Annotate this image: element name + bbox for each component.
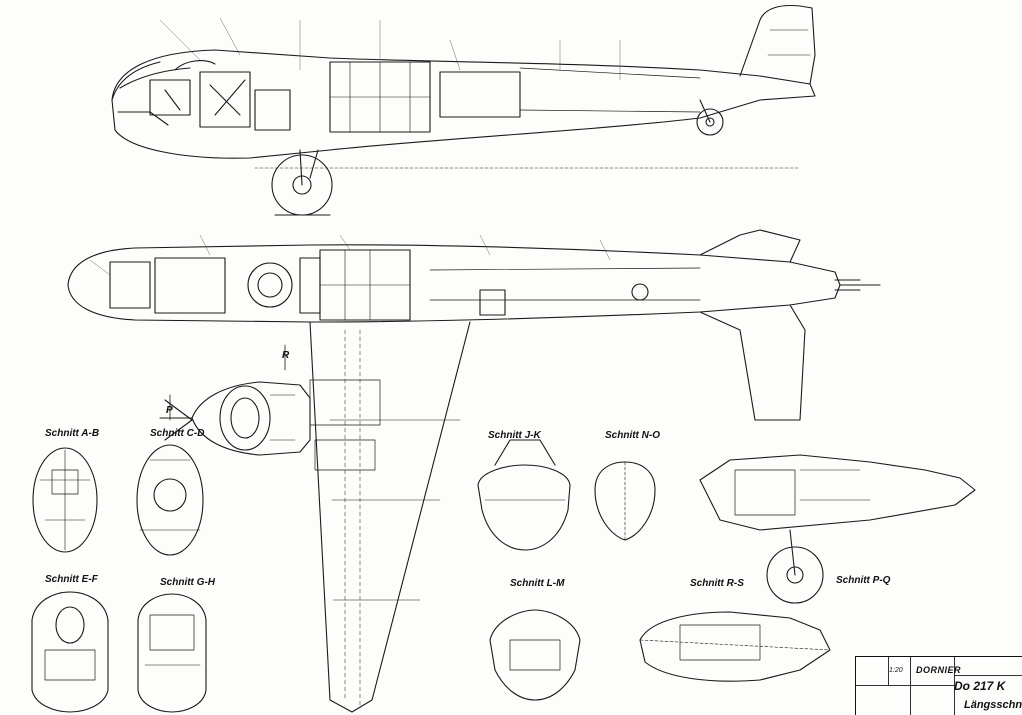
section-p-q-drawing — [699, 454, 976, 604]
cut-marker-p: P — [166, 405, 173, 416]
section-a-b-drawing — [32, 447, 98, 553]
section-e-f-drawing — [31, 591, 109, 713]
section-g-h-drawing — [137, 593, 207, 713]
side-view-fuselage — [111, 4, 816, 216]
title-block-cell — [856, 685, 911, 715]
company-name: DORNIER — [916, 665, 962, 675]
title-block-cell — [910, 657, 955, 686]
section-label-g-h: Schnitt G-H — [160, 577, 215, 588]
section-c-d-drawing — [136, 444, 204, 556]
section-n-o-drawing — [594, 461, 656, 541]
title-block-cell — [888, 657, 911, 686]
section-label-r-s: Schnitt R-S — [690, 578, 744, 589]
scale-label: 1:20 — [889, 667, 903, 674]
section-label-p-q: Schnitt P-Q — [836, 575, 891, 586]
title-block-cell — [954, 657, 1022, 676]
section-label-j-k: Schnitt J-K — [488, 430, 541, 441]
section-label-a-b: Schnitt A-B — [45, 428, 100, 439]
drawing-title: Längsschnitt — [964, 699, 1022, 711]
section-l-m-drawing — [489, 609, 581, 701]
drawing-number: Do 217 K — [954, 679, 1006, 693]
section-label-l-m: Schnitt L-M — [510, 578, 565, 589]
title-block: 1:20 DORNIER Do 217 K Längsschnitt — [855, 656, 1022, 715]
section-label-c-d: Schnitt C-D — [150, 428, 205, 439]
section-r-s-drawing — [639, 611, 831, 682]
title-block-cell — [910, 685, 955, 715]
cut-marker-r: R — [282, 350, 290, 361]
section-j-k-drawing — [477, 439, 571, 551]
title-block-cell — [856, 657, 889, 686]
section-label-n-o: Schnitt N-O — [605, 430, 660, 441]
section-label-e-f: Schnitt E-F — [45, 574, 98, 585]
plan-view-fuselage — [67, 229, 881, 713]
